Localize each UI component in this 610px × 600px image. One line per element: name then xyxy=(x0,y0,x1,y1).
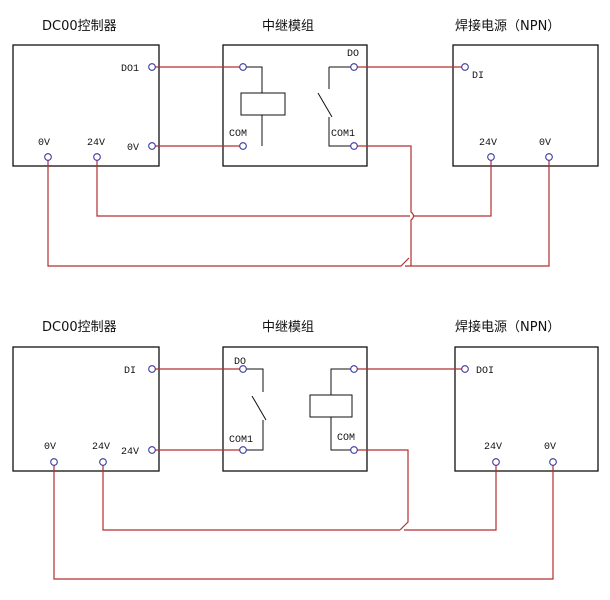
label-power-0v: 0V xyxy=(539,138,551,149)
terminal-relay-com[interactable] xyxy=(350,446,358,454)
wire-0v-link xyxy=(53,462,554,580)
terminal-relay-right-top[interactable] xyxy=(350,365,358,373)
terminal-power-di[interactable] xyxy=(461,63,469,71)
label-power-24v: 24V xyxy=(484,442,502,453)
terminal-relay-com1[interactable] xyxy=(239,446,247,454)
terminal-relay-do[interactable] xyxy=(239,365,247,373)
label-relay-com1: COM1 xyxy=(229,435,253,446)
terminal-power-0v[interactable] xyxy=(545,153,553,161)
controller-title: DC00控制器 xyxy=(42,320,117,335)
controller-title: DC00控制器 xyxy=(42,19,117,34)
relay-coil xyxy=(240,92,286,116)
label-controller-24v: 24V xyxy=(87,138,105,149)
terminal-relay-left-top[interactable] xyxy=(239,63,247,71)
wire-24v-link xyxy=(102,462,497,531)
label-controller-di: DI xyxy=(124,366,136,377)
wire-24v-link xyxy=(96,157,492,217)
terminal-controller-24v[interactable] xyxy=(93,153,101,161)
terminal-power-doi[interactable] xyxy=(461,365,469,373)
wire-0v-link xyxy=(47,157,550,267)
relay-title: 中继模组 xyxy=(262,19,314,34)
power-title: 焊接电源（NPN） xyxy=(455,319,560,335)
label-controller-do1: DO1 xyxy=(121,64,139,75)
terminal-controller-24v[interactable] xyxy=(99,458,107,466)
label-power-doi: DOI xyxy=(476,366,494,377)
terminal-controller-do1[interactable] xyxy=(148,63,156,71)
label-relay-com1: COM1 xyxy=(331,129,355,140)
label-power-0v: 0V xyxy=(544,442,556,453)
coil-leads xyxy=(243,66,263,146)
terminal-controller-0v[interactable] xyxy=(44,153,52,161)
label-power-di: DI xyxy=(472,71,484,82)
terminal-power-24v[interactable] xyxy=(492,458,500,466)
relay-contact-switch xyxy=(243,368,267,451)
label-relay-do: DO xyxy=(234,357,246,368)
relay-title: 中继模组 xyxy=(262,320,314,335)
terminal-power-0v[interactable] xyxy=(549,458,557,466)
power-box xyxy=(452,44,599,167)
label-controller-0v: 0V xyxy=(38,138,50,149)
label-relay-com: COM xyxy=(229,129,247,140)
terminal-relay-com[interactable] xyxy=(239,142,247,150)
coil-leads xyxy=(330,368,354,451)
diagram-2: DC00控制器 中继模组 焊接电源（NPN） DI 24V 0V 24V xyxy=(12,319,599,580)
power-box xyxy=(454,346,599,472)
relay-contact-switch xyxy=(317,66,354,147)
terminal-relay-do[interactable] xyxy=(350,63,358,71)
label-controller-24v-mid: 24V xyxy=(121,447,139,458)
terminal-power-24v[interactable] xyxy=(487,153,495,161)
label-controller-0v: 0V xyxy=(44,442,56,453)
terminal-relay-com1[interactable] xyxy=(350,142,358,150)
terminal-controller-0v-mid[interactable] xyxy=(148,142,156,150)
wire-relay-com1-loop xyxy=(354,145,415,266)
terminal-controller-0v[interactable] xyxy=(50,458,58,466)
label-controller-0v-mid: 0V xyxy=(127,143,139,154)
label-controller-24v: 24V xyxy=(92,442,110,453)
controller-box xyxy=(12,346,160,472)
terminal-controller-di[interactable] xyxy=(148,365,156,373)
terminal-controller-24v-mid[interactable] xyxy=(148,446,156,454)
label-power-24v: 24V xyxy=(479,138,497,149)
power-title: 焊接电源（NPN） xyxy=(455,18,560,34)
label-relay-do: DO xyxy=(347,49,359,60)
label-relay-com: COM xyxy=(337,433,355,444)
controller-box xyxy=(12,44,160,167)
wire-relay-com-loop xyxy=(354,449,409,531)
diagram-1: DC00控制器 中继模组 焊接电源（NPN） DO1 0V 0V 24V xyxy=(12,18,599,267)
